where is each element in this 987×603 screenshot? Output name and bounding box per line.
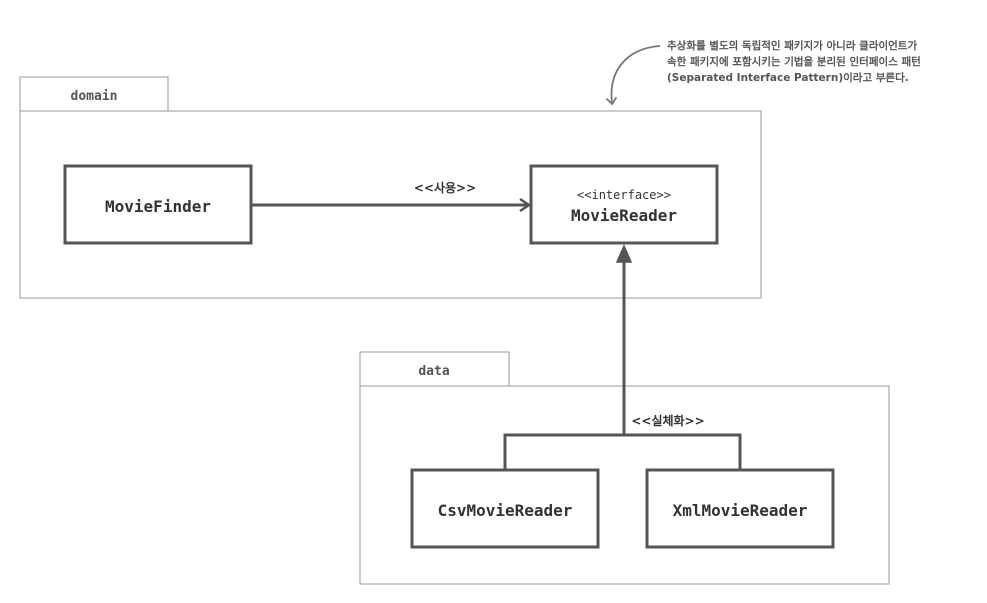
package-data-label: data	[418, 364, 449, 379]
note-line-3: (Separated Interface Pattern)이라고 부른다.	[667, 71, 909, 84]
edge-realizes: <<실체화>>	[503, 244, 742, 470]
class-csv-movie-reader: CsvMovieReader	[410, 468, 600, 549]
class-movie-finder-name: MovieFinder	[105, 197, 211, 216]
class-movie-finder-box	[63, 164, 253, 245]
class-xml-movie-reader: XmlMovieReader	[645, 468, 835, 549]
package-domain-label: domain	[71, 89, 118, 104]
class-movie-reader-box	[529, 164, 719, 245]
class-movie-reader-stereotype: <<interface>>	[577, 188, 671, 202]
note-arrow	[605, 45, 661, 106]
note-line-1: 추상화를 별도의 독립적인 패키지가 아니라 클라이언트가	[667, 39, 917, 52]
edge-realizes-branch	[503, 433, 742, 470]
class-movie-reader: <<interface>> MovieReader	[529, 164, 719, 245]
edge-uses-label: <<사용>>	[414, 180, 476, 195]
class-movie-reader-name: MovieReader	[571, 206, 677, 225]
note: 추상화를 별도의 독립적인 패키지가 아니라 클라이언트가 속한 패키지에 포함…	[605, 39, 921, 106]
class-xml-movie-reader-box	[645, 468, 835, 549]
note-line-2: 속한 패키지에 포함시키는 기법을 분리된 인터페이스 패턴	[667, 55, 921, 68]
edge-realizes-arrowhead	[615, 244, 633, 263]
package-domain-tab	[19, 76, 169, 112]
edge-realizes-label: <<실체화>>	[631, 413, 704, 428]
edge-uses: <<사용>>	[251, 180, 529, 205]
class-csv-movie-reader-name: CsvMovieReader	[438, 501, 573, 520]
class-xml-movie-reader-name: XmlMovieReader	[673, 501, 808, 520]
class-movie-finder: MovieFinder	[63, 164, 253, 245]
package-data-tab	[359, 351, 510, 387]
